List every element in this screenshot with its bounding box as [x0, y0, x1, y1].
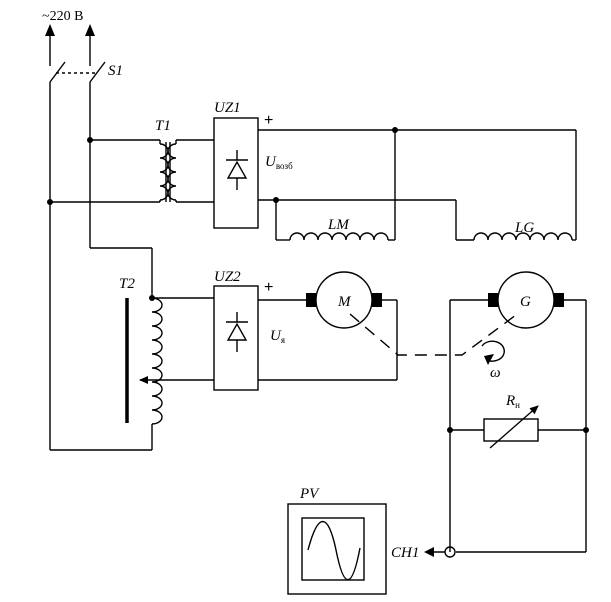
excitation-circuit — [258, 127, 577, 241]
transformer-t1: T1 — [155, 118, 214, 203]
winding-lm-label: LM — [327, 217, 350, 233]
load-circuit: Rн — [447, 300, 589, 553]
winding-lg-label: LG — [514, 220, 534, 236]
transformer-t2-label: T2 — [119, 276, 135, 292]
winding-lm: LM — [289, 217, 395, 241]
rectifier-uz1: UZ1 + Uвозб — [213, 100, 293, 229]
winding-lg: LG — [473, 220, 576, 241]
generator-label: G — [520, 294, 531, 310]
main-wiring — [47, 86, 160, 451]
junction-dot — [447, 427, 453, 433]
junction-dot — [392, 127, 398, 133]
supply-terminals: ~220 В — [42, 9, 95, 60]
transformer-t1-label: T1 — [155, 118, 171, 134]
rotation-arc — [481, 340, 505, 362]
junction-dot — [583, 427, 589, 433]
oscilloscope-screen — [301, 517, 365, 581]
arrow-up-icon — [45, 24, 55, 36]
omega-label: ω — [490, 365, 501, 381]
oscilloscope-pv: PV CH1 — [287, 486, 456, 595]
rectifier-uz1-label: UZ1 — [214, 100, 241, 116]
junction-dot — [87, 137, 93, 143]
oscilloscope-label: PV — [299, 486, 320, 502]
arrow-up-icon — [85, 24, 95, 36]
autotransformer-t2: T2 — [119, 276, 214, 450]
switch-s1: S1 — [49, 60, 123, 86]
plus-sign-1: + — [264, 112, 273, 129]
rectifier-uz2: UZ2 + Uя — [213, 269, 285, 391]
switch-label: S1 — [108, 63, 123, 79]
excitation-voltage-label: Uвозб — [265, 154, 293, 171]
oscilloscope-body — [287, 503, 387, 595]
sine-wave-icon — [307, 520, 361, 581]
shaft-coupling: ω — [349, 311, 521, 381]
input-arrow-icon — [424, 547, 434, 557]
channel-label: CH1 — [391, 545, 419, 561]
motor-m: M — [258, 271, 398, 381]
rotation-arrow-icon — [484, 354, 494, 365]
plus-sign-2: + — [264, 279, 273, 296]
motor-label: M — [337, 294, 352, 310]
load-resistor-label: Rн — [505, 393, 520, 410]
armature-voltage-label: Uя — [270, 328, 285, 345]
generator-g: G — [450, 271, 586, 329]
rectifier-uz2-label: UZ2 — [214, 269, 241, 285]
junction-dot — [47, 199, 53, 205]
supply-label: ~220 В — [42, 9, 83, 24]
